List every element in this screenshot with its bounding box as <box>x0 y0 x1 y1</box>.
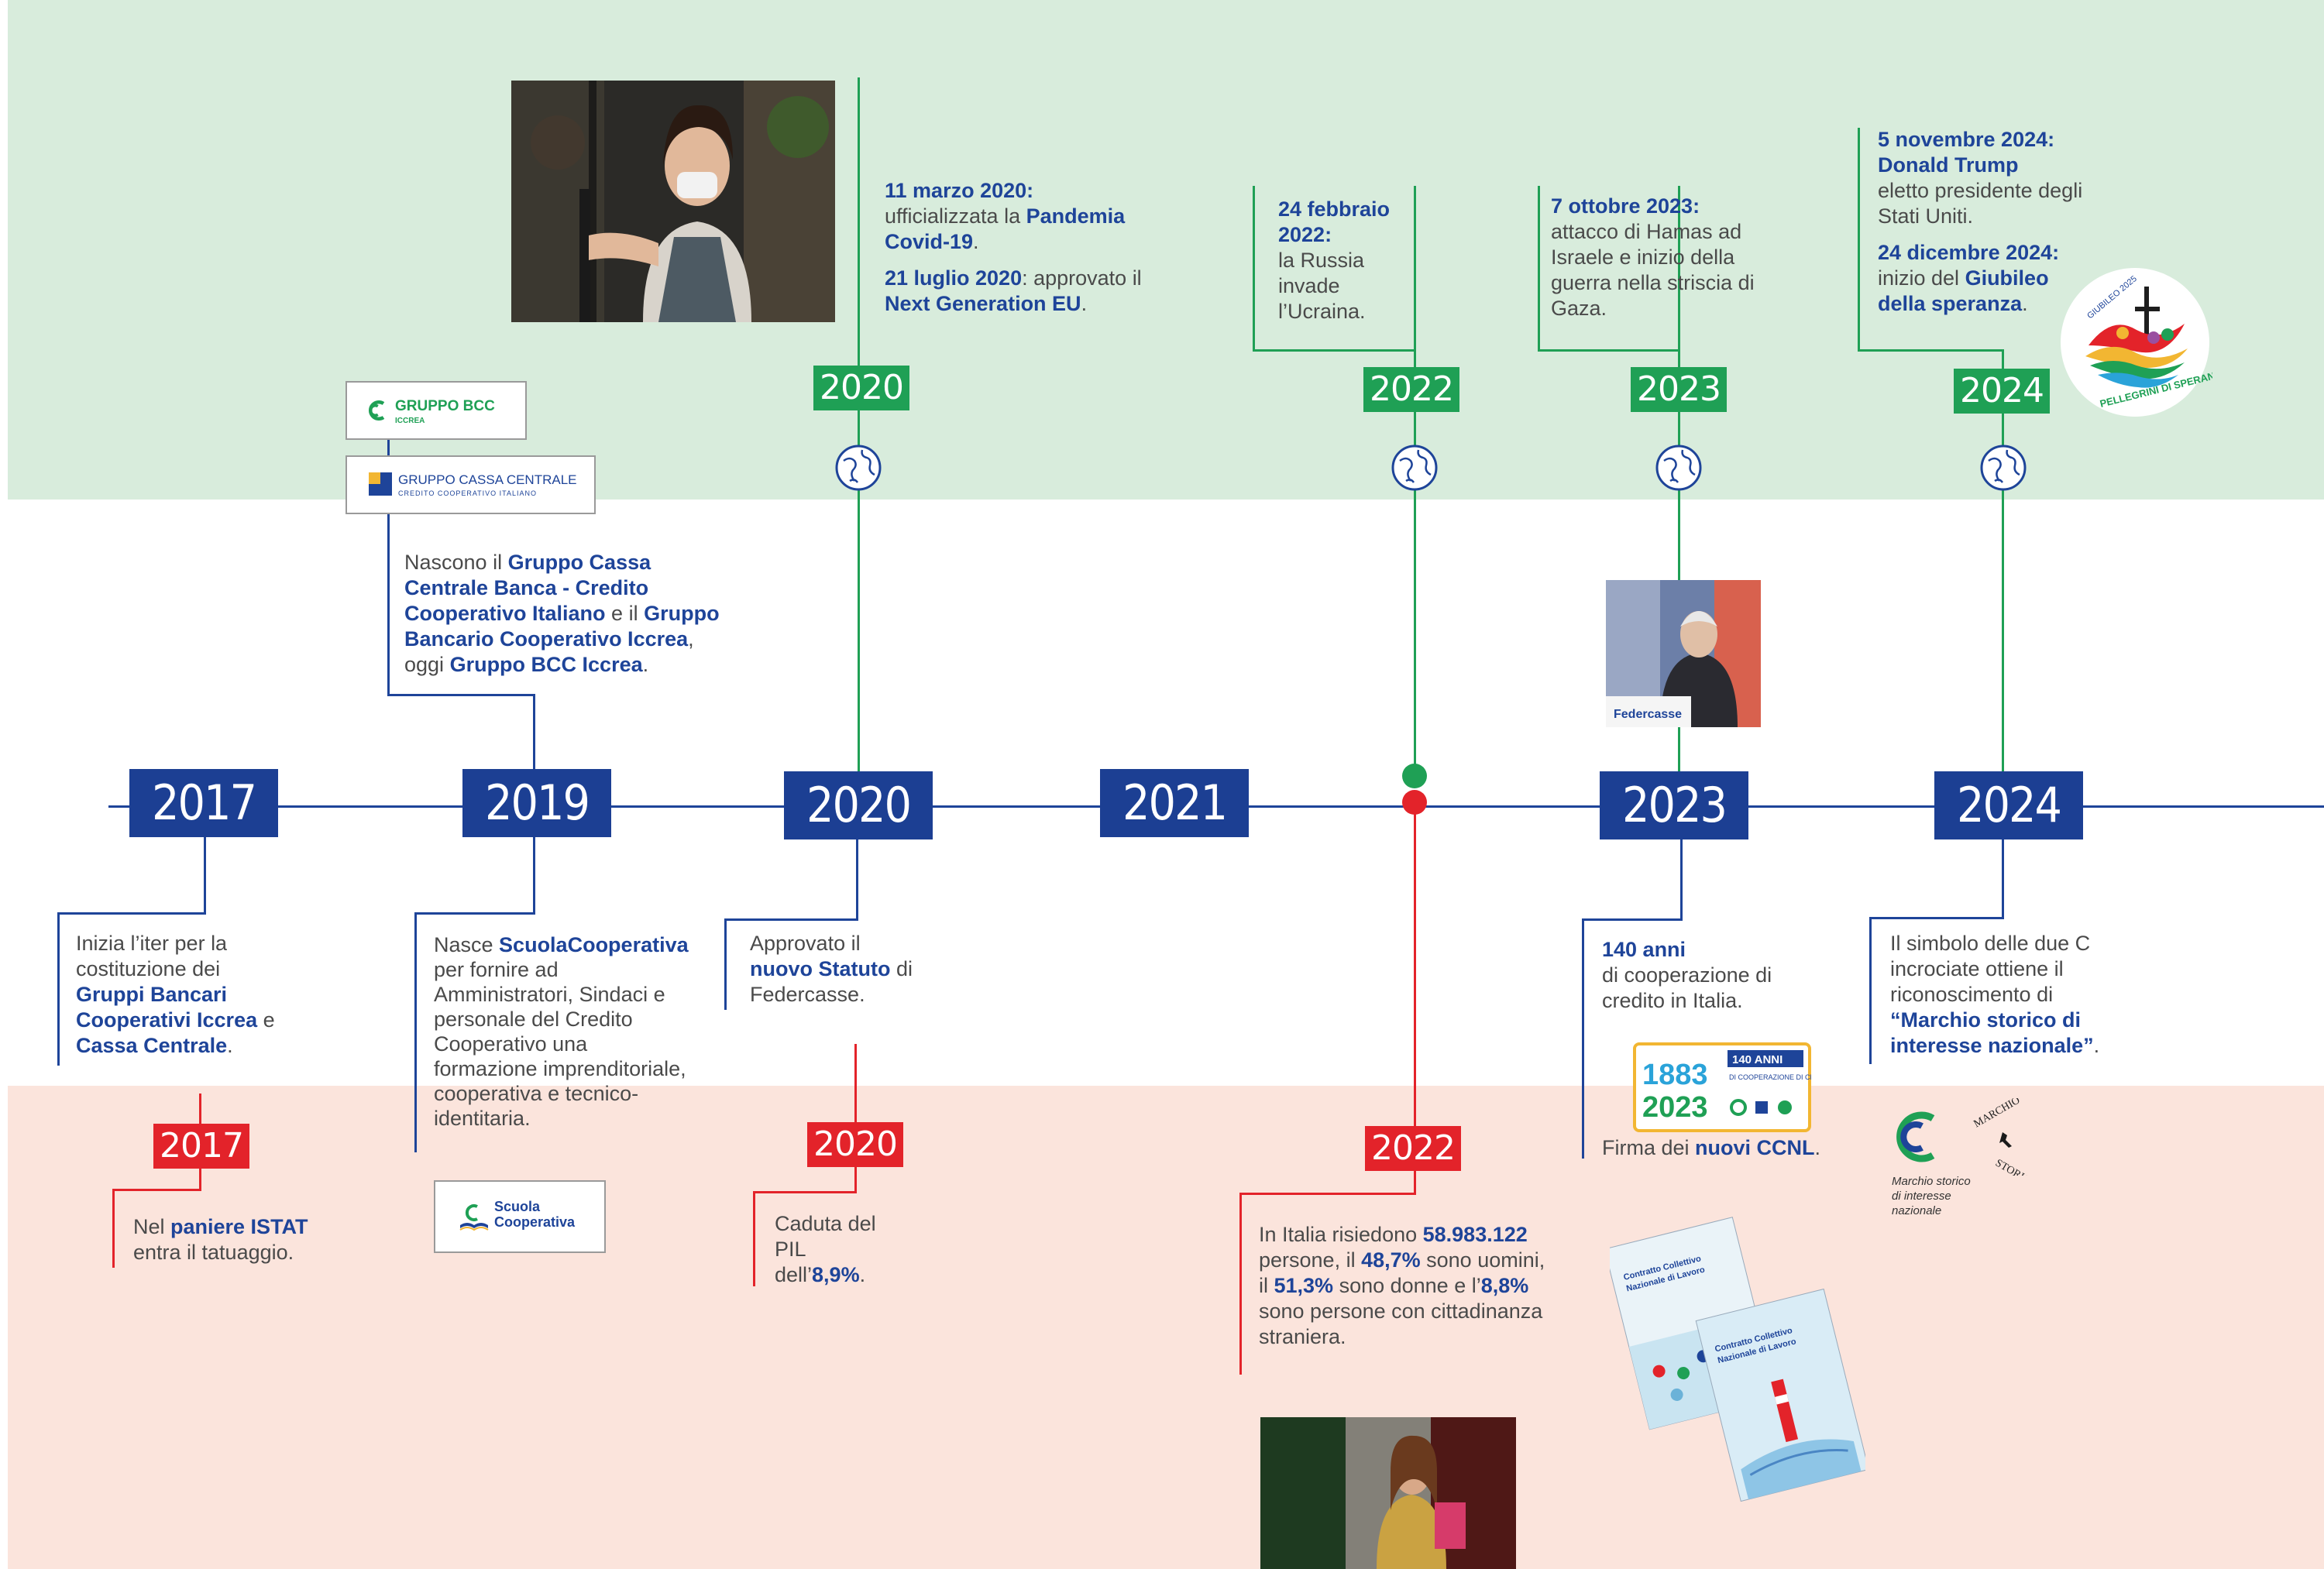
coop-event-2020: Approvato il nuovo Statuto di Federcasse… <box>750 932 913 1006</box>
globe-icon <box>835 445 882 491</box>
photo-masked-shop-worker <box>511 81 835 322</box>
logo-marchio-storico: MARCHIO STORICO <box>1972 1098 2040 1176</box>
world-event-2024: 5 novembre 2024: Donald Trump eletto pre… <box>1878 128 2083 315</box>
svg-text:140 ANNI: 140 ANNI <box>1732 1053 1783 1066</box>
badge-140-anni: 1883 2023 140 ANNI DI COOPERAZIONE DI CR… <box>1633 1042 1811 1132</box>
year-2024: 2024 <box>1934 771 2083 839</box>
svg-text:MARCHIO: MARCHIO <box>1972 1098 2023 1130</box>
world-tag-2023: 2023 <box>1631 367 1727 412</box>
coop-event-2024: Il simbolo delle due C incrociate ottien… <box>1890 932 2100 1057</box>
coop-event-2019-scuola: Nasce ScuolaCooperativa per fornire ad A… <box>434 933 689 1130</box>
globe-icon <box>1980 445 2027 491</box>
coop-event-2023-anniversary: 140 anni di cooperazione di credito in I… <box>1602 938 1772 1012</box>
italy-event-2022: In Italia risiedono 58.983.122 persone, … <box>1259 1223 1545 1348</box>
world-event-2023: 7 ottobre 2023: attacco di Hamas ad Isra… <box>1551 194 1755 320</box>
world-tag-2024: 2024 <box>1954 369 2050 414</box>
connector-2024-world <box>2002 349 2004 778</box>
world-event-2022: 24 febbraio 2022: la Russia invade l’Ucr… <box>1278 197 1391 323</box>
year-2019: 2019 <box>462 769 611 837</box>
world-event-2020: 11 marzo 2020: ufficializzata la Pandemi… <box>885 179 1142 315</box>
svg-text:DI COOPERAZIONE DI CREDITO: DI COOPERAZIONE DI CREDITO <box>1729 1073 1811 1081</box>
scuola-book-icon <box>459 1204 489 1231</box>
photo-italian-flag-student <box>1260 1417 1516 1569</box>
logo-scuola-cooperativa: Scuola Cooperativa <box>434 1180 606 1253</box>
logo-gruppo-cassa-centrale: GRUPPO CASSA CENTRALE CREDITO COOPERATIV… <box>346 455 596 514</box>
italy-events-band <box>8 1086 2324 1569</box>
connector-2022-italy <box>1414 805 1416 1194</box>
marchio-caption: Marchio storico di interesse nazionale <box>1892 1175 1971 1217</box>
world-tag-2020: 2020 <box>813 366 909 410</box>
coop-event-2023-ccnl: Firma dei nuovi CCNL. <box>1602 1136 1821 1159</box>
year-2017: 2017 <box>129 769 278 837</box>
world-tag-2022: 2022 <box>1363 367 1459 412</box>
year-2020: 2020 <box>784 771 933 839</box>
globe-icon <box>1391 445 1438 491</box>
svg-text:1883: 1883 <box>1642 1059 1708 1091</box>
photo-president-speech: Federcasse <box>1606 580 1761 727</box>
svg-text:STORICO: STORICO <box>1993 1157 2039 1176</box>
logo-gruppo-bcc: GRUPPO BCC ICCREA <box>346 381 527 440</box>
logo-double-c <box>1896 1111 1935 1162</box>
globe-icon <box>1655 445 1702 491</box>
bcc-c-icon <box>368 400 385 421</box>
year-2023: 2023 <box>1600 771 1748 839</box>
cassa-square-icon <box>369 472 392 496</box>
ccnl-brochures: Contratto Collettivo Nazionale di Lavoro… <box>1610 1217 1865 1502</box>
coop-event-2017: Inizia l’iter per la costituzione dei Gr… <box>76 932 275 1057</box>
coop-event-2019-groups: Nascono il Gruppo Cassa Centrale Banca -… <box>404 551 720 676</box>
italy-tag-2022: 2022 <box>1365 1126 1461 1171</box>
year-2021: 2021 <box>1100 769 1249 837</box>
italy-event-2017: Nel paniere ISTAT entra il tatuaggio. <box>133 1215 308 1264</box>
logo-giubileo-2025: GIUBILEO 2025 PELLEGRINI DI SPERANZA <box>2061 268 2212 417</box>
italy-event-2020: Caduta del PIL dell’8,9%. <box>775 1212 876 1286</box>
italy-marker-dot <box>1402 790 1427 815</box>
italy-tag-2020: 2020 <box>807 1122 903 1167</box>
connector-2020-world <box>858 77 860 805</box>
svg-text:2023: 2023 <box>1642 1091 1708 1124</box>
italy-tag-2017: 2017 <box>153 1124 249 1169</box>
svg-text:Federcasse: Federcasse <box>1614 708 1682 721</box>
world-marker-dot <box>1402 764 1427 788</box>
